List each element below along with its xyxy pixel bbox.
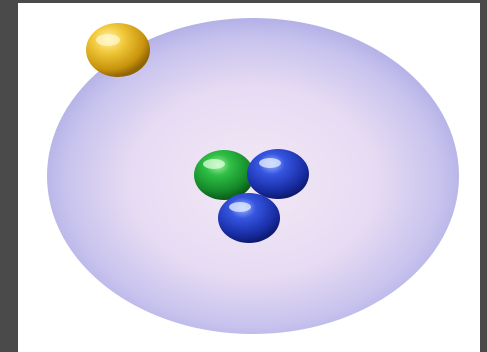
proton-highlight xyxy=(259,158,281,168)
neutron-icon xyxy=(194,150,254,200)
neutron-highlight xyxy=(203,159,225,169)
proton-icon xyxy=(218,193,280,243)
electron-icon xyxy=(86,23,150,77)
proton-highlight xyxy=(229,202,251,212)
proton-icon xyxy=(247,149,309,199)
electron-highlight xyxy=(96,34,120,46)
